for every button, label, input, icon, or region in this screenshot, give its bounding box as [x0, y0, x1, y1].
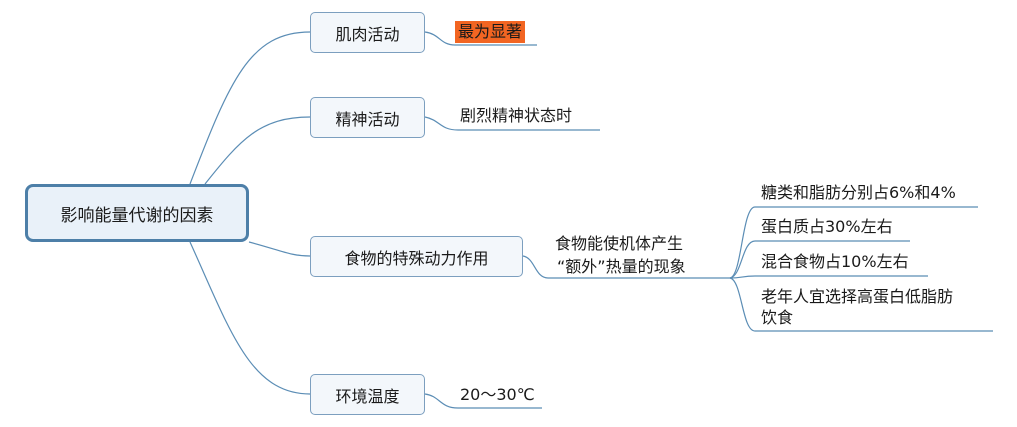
subitem-protein[interactable]: 蛋白质占30%左右: [761, 217, 893, 236]
detail-most-significant[interactable]: 最为显著: [455, 21, 526, 43]
subitem-carb-fat[interactable]: 糖类和脂肪分别占6%和4%: [761, 183, 956, 202]
topic-food-dynamic-action[interactable]: 食物的特殊动力作用: [310, 236, 523, 277]
root-topic[interactable]: 影响能量代谢的因素: [25, 184, 249, 242]
subitem-mixed-food[interactable]: 混合食物占10%左右: [761, 252, 909, 271]
topic-mental-activity[interactable]: 精神活动: [310, 97, 425, 138]
topic-ambient-temperature[interactable]: 环境温度: [310, 374, 425, 415]
subitem-elderly-line2[interactable]: 饮食: [761, 308, 794, 327]
subitem-elderly-line1[interactable]: 老年人宜选择高蛋白低脂肪: [761, 287, 954, 306]
detail-food-line1[interactable]: 食物能使机体产生: [555, 234, 684, 253]
topic-muscle-activity[interactable]: 肌肉活动: [310, 12, 425, 53]
detail-mental-state[interactable]: 剧烈精神状态时: [460, 106, 573, 125]
detail-temperature[interactable]: 20～30℃: [460, 385, 535, 404]
detail-food-line2[interactable]: “额外”热量的现象: [557, 257, 686, 276]
